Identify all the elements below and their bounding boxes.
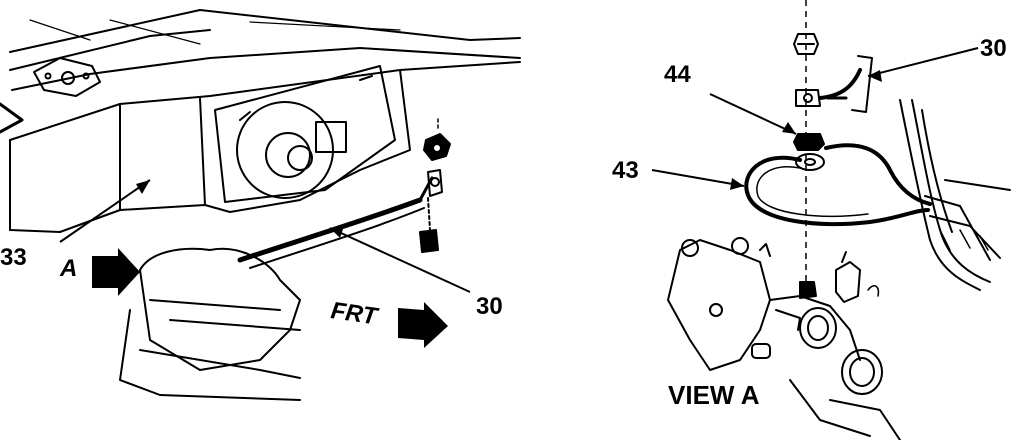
callout-30-right: 30 xyxy=(980,35,1007,62)
front-arrow xyxy=(398,302,448,348)
view-a-arrow xyxy=(92,248,140,296)
pointer-arrows xyxy=(59,179,471,293)
callout-44: 44 xyxy=(664,61,691,88)
left-illustration: 33 A FRT 30 xyxy=(0,9,521,401)
engine-manifold xyxy=(0,9,521,233)
view-a-title: VIEW A xyxy=(668,380,760,410)
callout-43: 43 xyxy=(612,157,639,184)
top-nut xyxy=(793,33,819,55)
left-ground-strap xyxy=(237,176,434,269)
strap-terminal xyxy=(795,89,821,107)
right-pointer-arrows xyxy=(651,47,979,190)
left-nut xyxy=(423,117,451,161)
ground-wire-43 xyxy=(744,143,932,227)
right-strap xyxy=(818,55,873,113)
washer xyxy=(795,153,825,171)
lower-housing xyxy=(119,247,301,401)
callout-30-left: 30 xyxy=(476,293,503,320)
ground-stud xyxy=(799,251,880,303)
wire-harness xyxy=(899,99,1011,291)
view-marker-a: A xyxy=(59,255,77,282)
nut-44 xyxy=(793,133,825,151)
manifold-flange xyxy=(33,57,101,97)
left-bolt xyxy=(419,197,439,253)
right-illustration: 30 44 43 VIEW A xyxy=(612,0,1011,440)
callout-33: 33 xyxy=(0,244,27,271)
frt-label: FRT xyxy=(329,297,381,330)
left-terminal xyxy=(427,169,443,197)
engine-block-view-a xyxy=(667,237,901,440)
motor-assembly xyxy=(214,65,396,203)
